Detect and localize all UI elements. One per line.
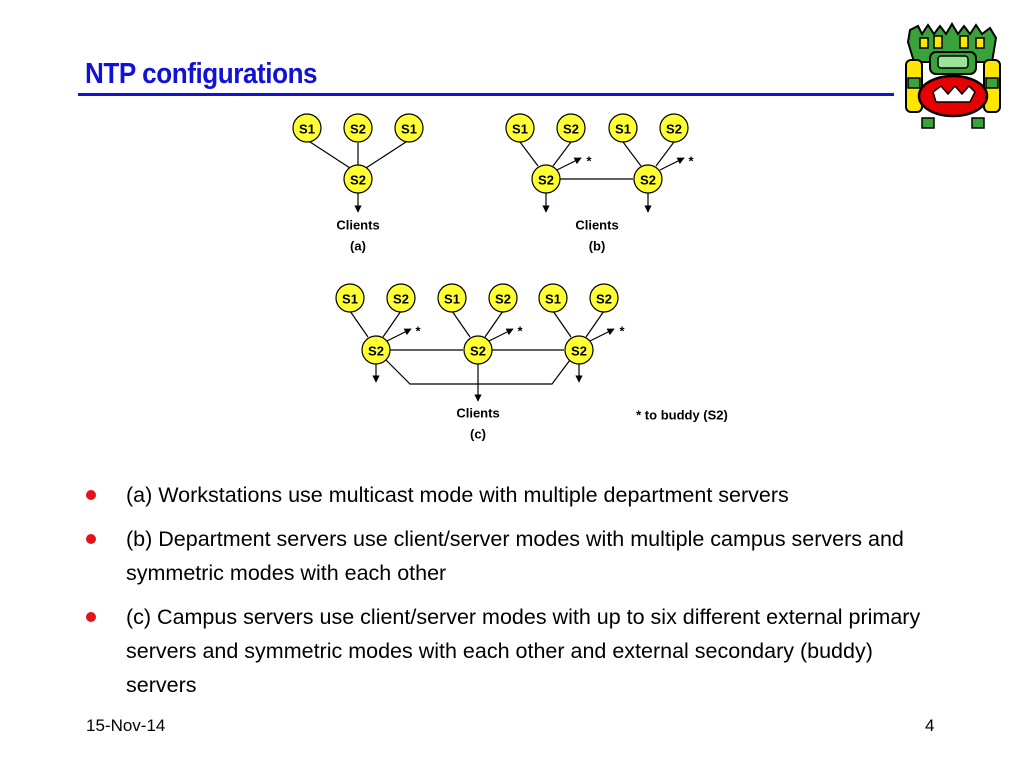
node-label: S2 bbox=[538, 173, 554, 188]
node-label: S2 bbox=[350, 122, 366, 137]
page-number: 4 bbox=[925, 716, 935, 735]
bullet-text: (b) Department servers use client/server… bbox=[126, 527, 904, 585]
buddy-mark: * bbox=[619, 324, 625, 339]
node-label: S1 bbox=[401, 122, 417, 137]
buddy-mark: * bbox=[688, 154, 694, 169]
buddy-legend: * to buddy (S2) bbox=[636, 408, 728, 423]
node-label: S1 bbox=[615, 122, 631, 137]
clients-label: Clients bbox=[456, 406, 499, 421]
buddy-mark: * bbox=[586, 154, 592, 169]
node-label: S1 bbox=[444, 292, 460, 307]
bullet-item: (b) Department servers use client/server… bbox=[86, 522, 946, 590]
config-c bbox=[349, 310, 615, 402]
slide-title: NTP configurations bbox=[85, 58, 318, 90]
node-label: S1 bbox=[545, 292, 561, 307]
caption: (c) bbox=[470, 427, 486, 442]
node-label: S1 bbox=[299, 122, 315, 137]
config-b-nodes bbox=[505, 113, 689, 194]
bullet-item: (c) Campus servers use client/server mod… bbox=[86, 600, 946, 702]
node-label: S2 bbox=[495, 292, 511, 307]
clients-label: Clients bbox=[336, 218, 379, 233]
clients-label: Clients bbox=[575, 218, 618, 233]
config-b bbox=[519, 141, 685, 213]
config-a bbox=[306, 139, 410, 213]
config-c-nodes bbox=[335, 283, 619, 365]
title-underline bbox=[78, 93, 894, 96]
bullet-dot-icon bbox=[86, 612, 96, 622]
mayan-mask-logo-icon bbox=[905, 22, 1001, 129]
node-label: S2 bbox=[640, 173, 656, 188]
node-label: S2 bbox=[666, 122, 682, 137]
bullet-dot-icon bbox=[86, 534, 96, 544]
node-label: S2 bbox=[596, 292, 612, 307]
node-label: S2 bbox=[393, 292, 409, 307]
node-label: S2 bbox=[563, 122, 579, 137]
node-label: S2 bbox=[368, 344, 384, 359]
buddy-mark: * bbox=[517, 324, 523, 339]
bullet-text: (c) Campus servers use client/server mod… bbox=[126, 605, 921, 697]
ntp-configuration-diagram: S1 S2 S1 S2 Clients (a) S1 S2 S1 S2 S2 S… bbox=[292, 113, 728, 442]
node-label: S2 bbox=[350, 173, 366, 188]
caption: (a) bbox=[350, 239, 366, 254]
node-label: S1 bbox=[342, 292, 358, 307]
config-a-nodes bbox=[292, 113, 424, 194]
bullet-item: (a) Workstations use multicast mode with… bbox=[86, 478, 946, 512]
bullet-dot-icon bbox=[86, 490, 96, 500]
buddy-mark: * bbox=[415, 324, 421, 339]
bullet-text: (a) Workstations use multicast mode with… bbox=[126, 483, 789, 507]
node-label: S2 bbox=[470, 344, 486, 359]
caption: (b) bbox=[589, 239, 606, 254]
node-label: S2 bbox=[571, 344, 587, 359]
bullet-list: (a) Workstations use multicast mode with… bbox=[86, 478, 946, 712]
footer-date: 15-Nov-14 bbox=[86, 716, 166, 735]
node-label: S1 bbox=[512, 122, 528, 137]
